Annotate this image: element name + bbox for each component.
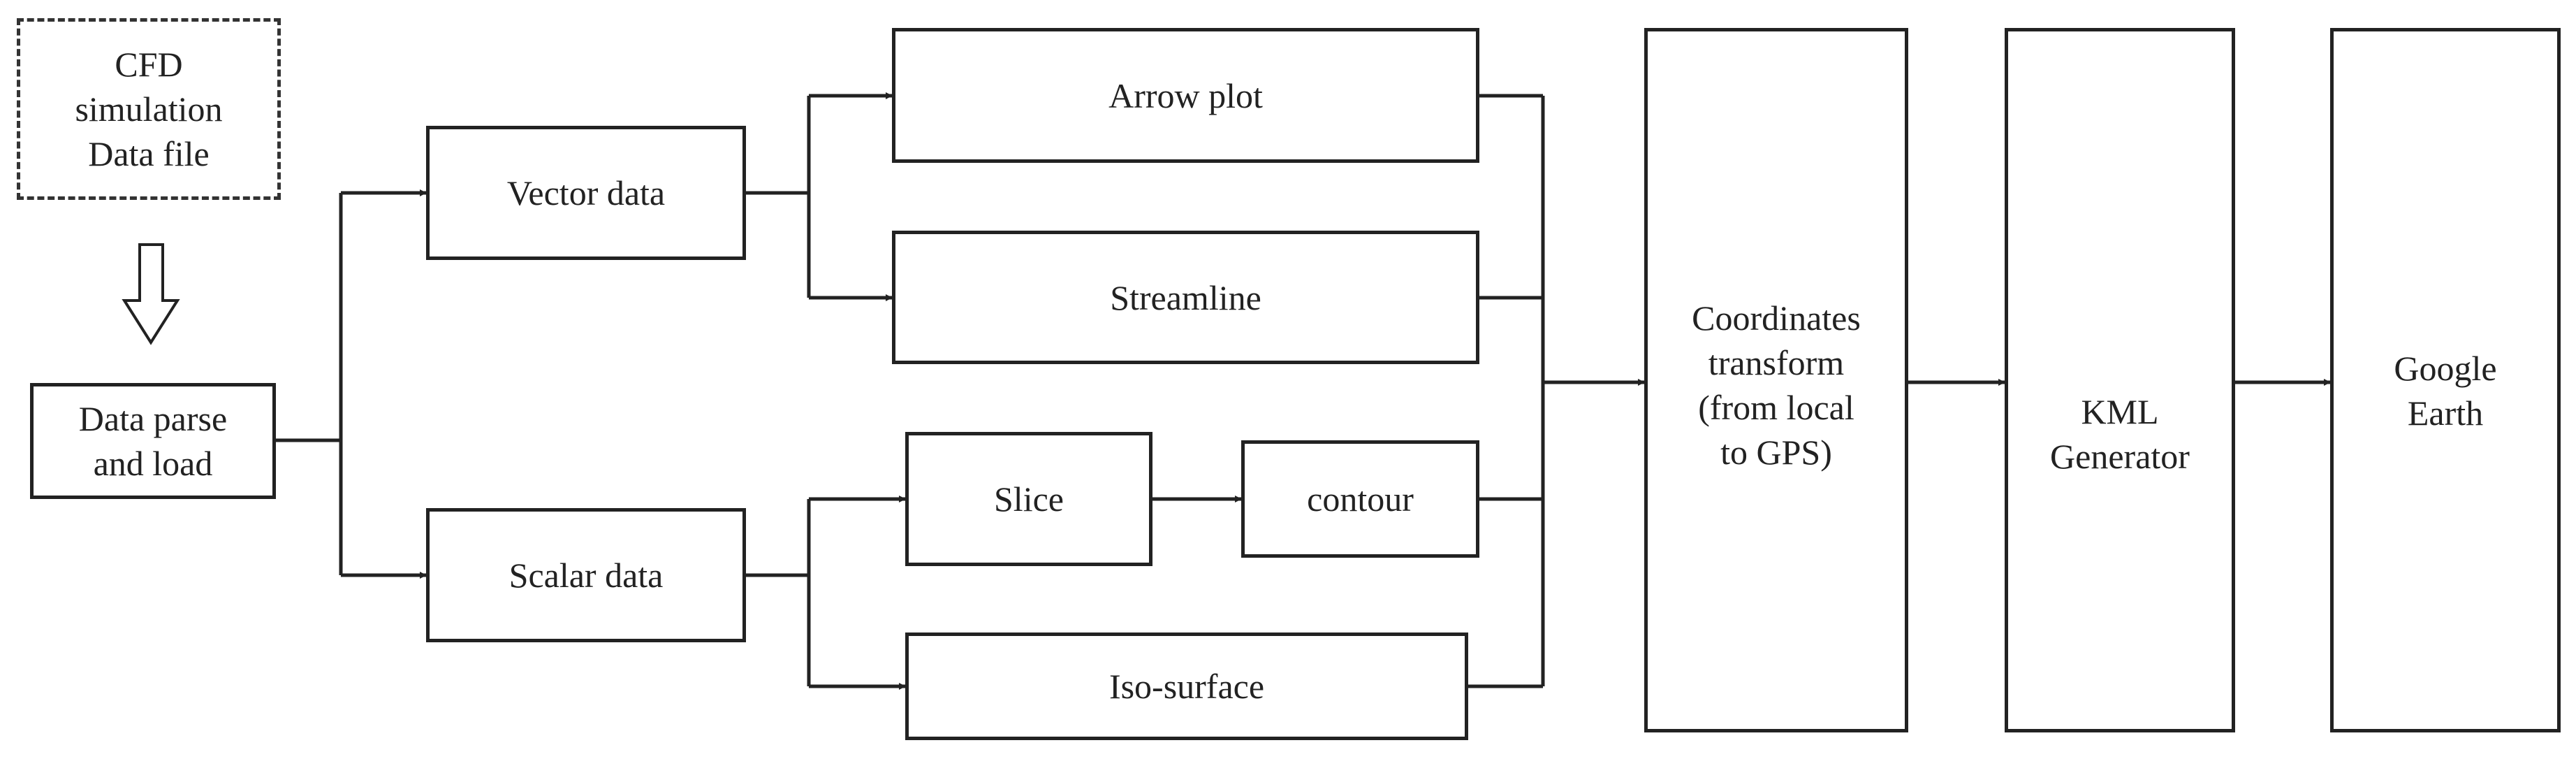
node-arrow-plot-label: Arrow plot: [1108, 75, 1263, 115]
node-streamline: Streamline: [892, 231, 1479, 364]
hollow-down-arrow-icon: [122, 243, 180, 345]
node-contour: contour: [1241, 440, 1479, 558]
node-contour-label: contour: [1307, 479, 1414, 519]
node-iso-surface: Iso-surface: [905, 632, 1468, 740]
node-cfd-simulation-data-file-label: CFD simulation Data file: [75, 45, 223, 173]
node-arrow-plot: Arrow plot: [892, 28, 1479, 163]
node-google-earth: Google Earth: [2330, 28, 2561, 732]
node-slice-label: Slice: [994, 479, 1064, 519]
node-streamline-label: Streamline: [1110, 277, 1261, 317]
node-coordinates-transform-label: Coordinates transform (from local to GPS…: [1692, 298, 1861, 472]
node-google-earth-label: Google Earth: [2394, 349, 2497, 433]
node-cfd-simulation-data-file: CFD simulation Data file: [17, 18, 281, 200]
node-kml-generator: KML Generator: [2005, 28, 2235, 732]
node-scalar-data-label: Scalar data: [508, 556, 664, 595]
node-coordinates-transform: Coordinates transform (from local to GPS…: [1644, 28, 1908, 732]
node-data-parse-and-load-label: Data parse and load: [78, 399, 228, 483]
node-data-parse-and-load: Data parse and load: [30, 383, 276, 499]
node-vector-data-label: Vector data: [506, 173, 666, 212]
node-scalar-data: Scalar data: [426, 508, 746, 642]
node-vector-data: Vector data: [426, 126, 746, 260]
node-iso-surface-label: Iso-surface: [1108, 667, 1265, 706]
node-kml-generator-label: KML Generator: [2050, 392, 2190, 476]
node-slice: Slice: [905, 432, 1152, 566]
